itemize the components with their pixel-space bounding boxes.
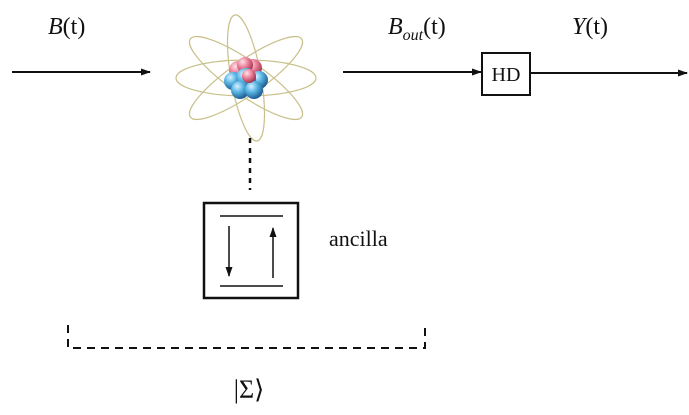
output-field-symbol: B (388, 14, 403, 40)
detector-label: HD (492, 64, 521, 86)
system-bracket (67, 325, 426, 349)
ancilla-label: ancilla (329, 226, 388, 251)
input-field-symbol: B (48, 14, 63, 40)
output-field-label: Bout(t) (388, 14, 446, 44)
measurement-record-argument: (t) (585, 14, 608, 40)
measurement-record-symbol: Y (572, 14, 588, 40)
measurement-record-label: Y(t) (572, 14, 608, 40)
detector-box (481, 52, 531, 96)
ancilla-box (202, 201, 300, 300)
atom-nucleus (224, 57, 268, 99)
atom-icon (175, 14, 317, 142)
output-field-argument: (t) (423, 14, 446, 40)
output-field-subscript: out (403, 27, 424, 44)
joint-state-label: |Σ⟩ (234, 375, 264, 404)
input-field-label: B(t) (48, 14, 85, 40)
input-field-argument: (t) (63, 14, 86, 40)
